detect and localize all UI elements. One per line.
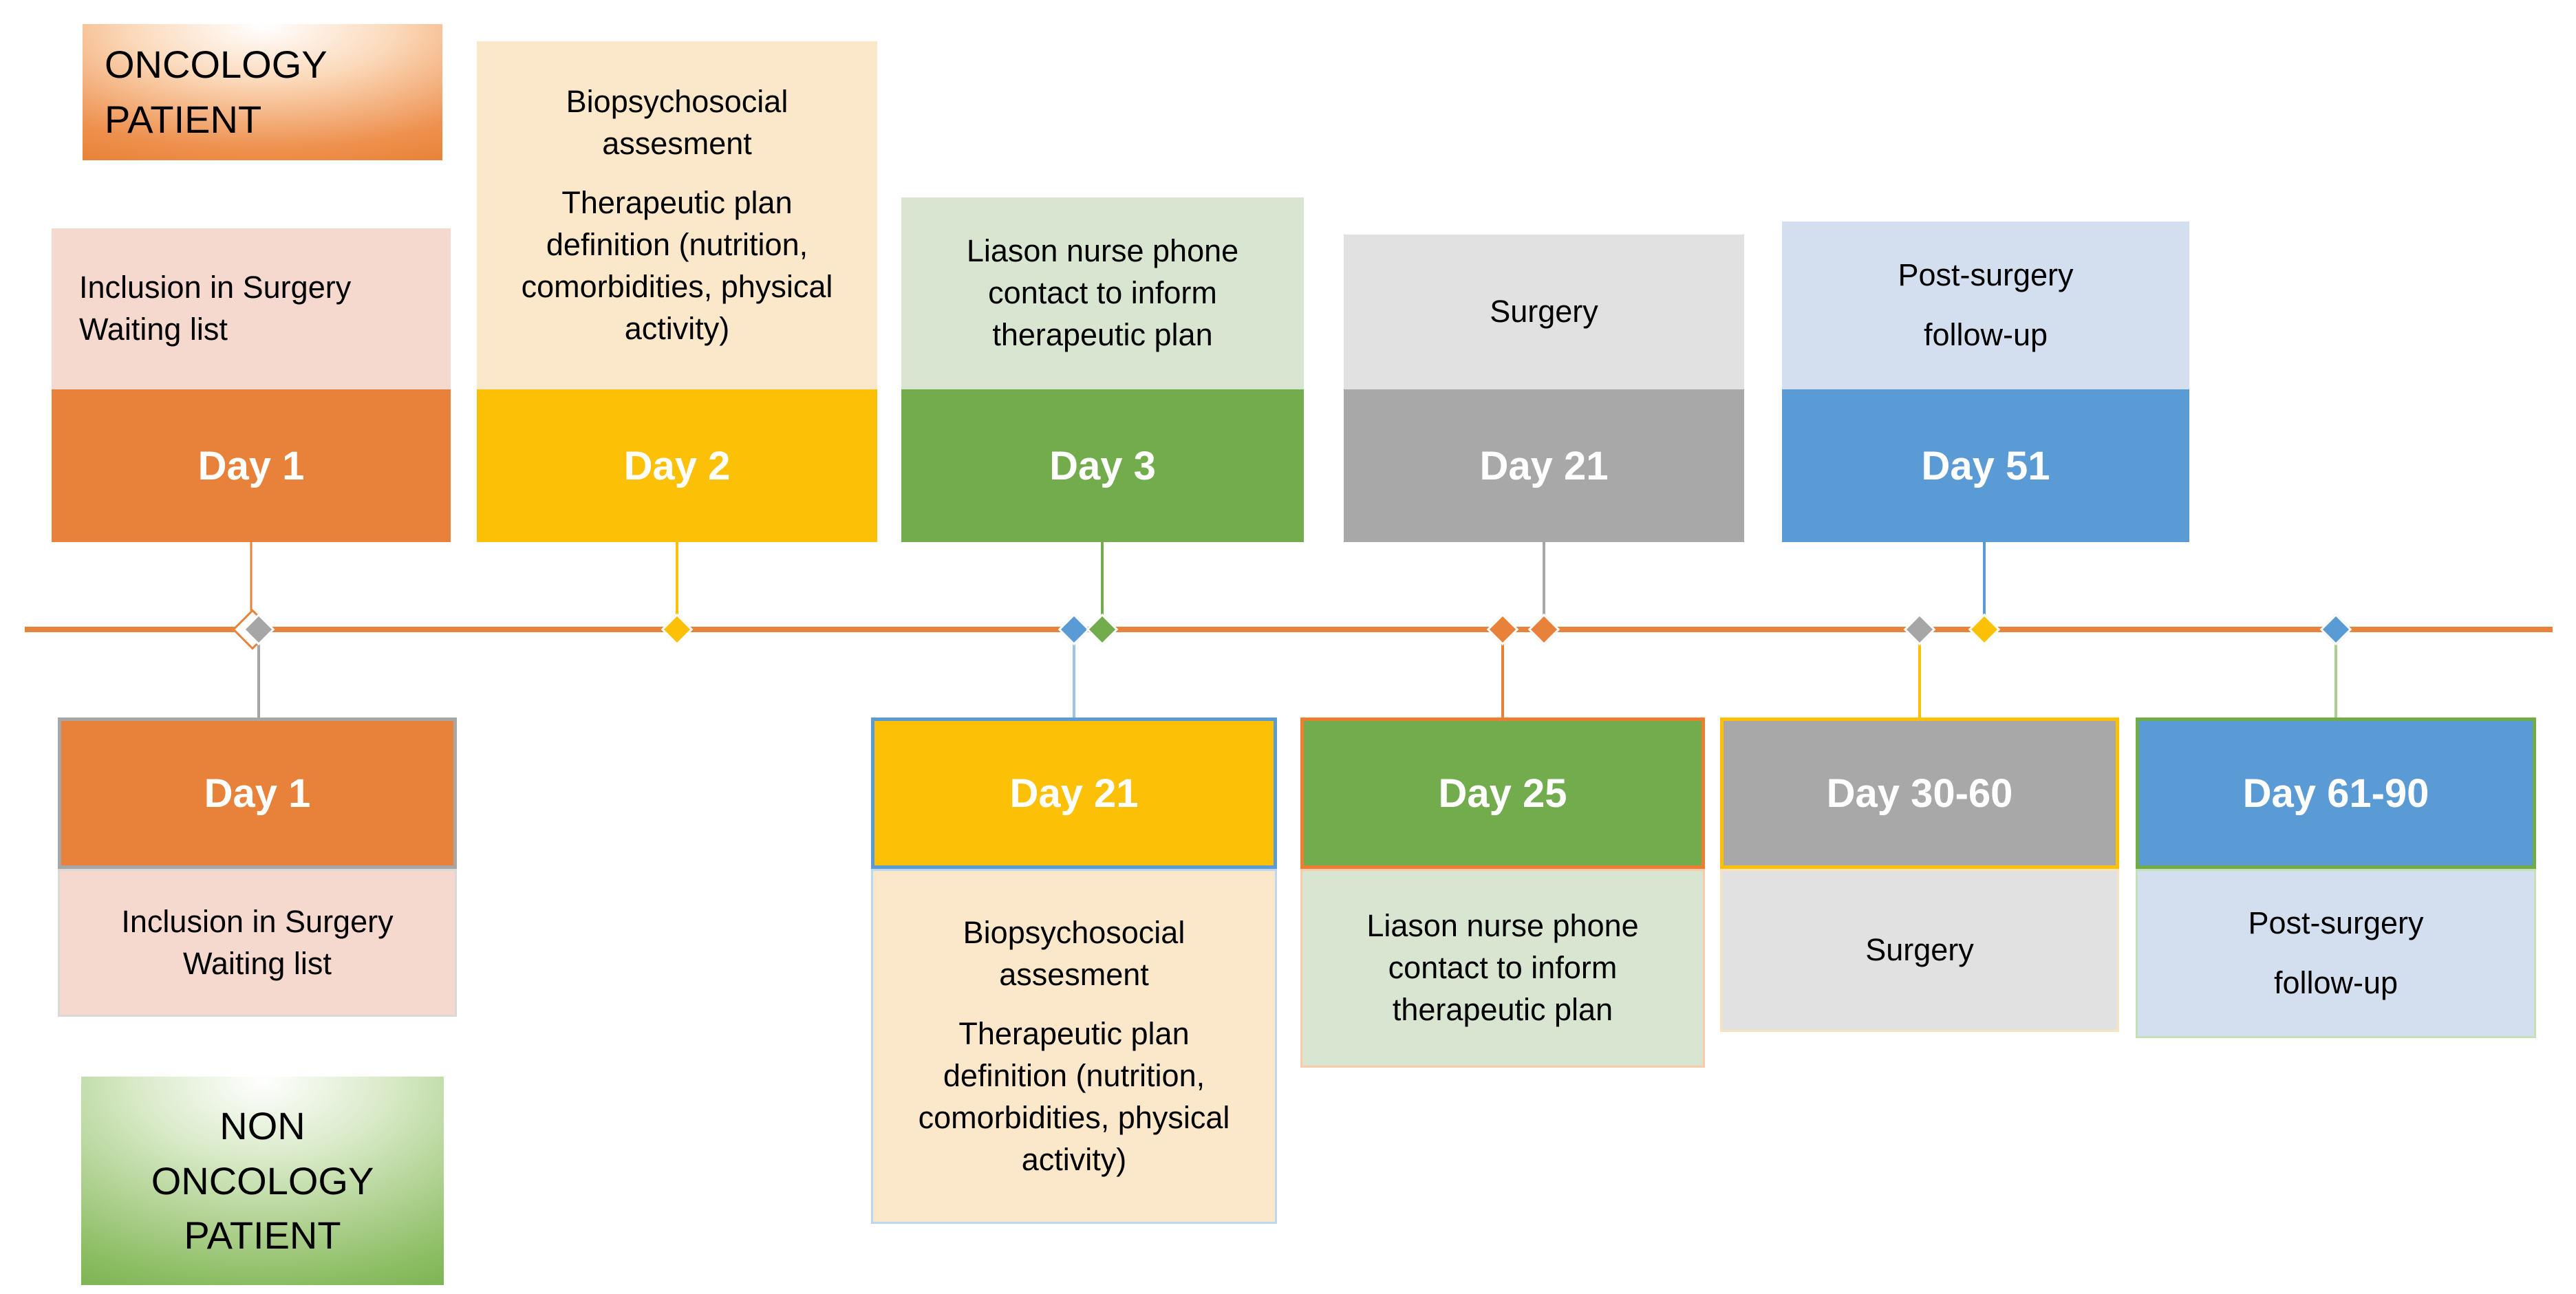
timeline-axis [25, 627, 2553, 632]
day-badge: Day 61-90 [2136, 718, 2536, 869]
day-badge: Day 51 [1782, 389, 2189, 542]
description-text: Surgery [1490, 294, 1598, 330]
connector-up-day1-oncology [250, 542, 253, 629]
blue-diamond-marker [1058, 613, 1091, 646]
oncology-label-line: PATIENT [105, 98, 262, 141]
milestone-description: Liason nurse phone contact to inform the… [901, 197, 1304, 389]
oncology-milestone-day-21: Surgery Day 21 [1344, 235, 1744, 542]
day-badge: Day 21 [871, 718, 1277, 869]
description-text: Post-surgery [1898, 257, 2074, 293]
description-text: Post-surgery [2248, 905, 2424, 941]
non-oncology-patient-label: NON ONCOLOGY PATIENT [81, 1077, 444, 1285]
connector-down-day1-non-oncology [257, 629, 260, 718]
milestone-description: Post-surgery follow-up [2136, 869, 2536, 1038]
connector-up-day51-oncology [1983, 542, 1986, 629]
day-badge: Day 2 [477, 389, 877, 542]
description-text: Therapeutic plan definition (nutrition, … [521, 185, 833, 346]
connector-up-day3-oncology [1101, 542, 1104, 629]
green-diamond-marker [1086, 613, 1119, 646]
orange-diamond-marker [1486, 613, 1519, 646]
description-text: Inclusion in Surgery Waiting list [79, 270, 352, 347]
milestone-description: Inclusion in Surgery Waiting list [52, 228, 451, 389]
day-badge: Day 3 [901, 389, 1304, 542]
oncology-patient-label: ONCOLOGY PATIENT [83, 24, 442, 160]
day-badge: Day 30-60 [1720, 718, 2119, 869]
description-text: Biopsychosocial assesment [566, 83, 788, 161]
milestone-description: Biopsychosocial assesment Therapeutic pl… [871, 869, 1277, 1224]
oncology-milestone-day-51: Post-surgery follow-up Day 51 [1782, 222, 2189, 542]
non-oncology-label-line: PATIENT [184, 1214, 341, 1258]
connector-down-day21-non-oncology [1073, 629, 1075, 718]
milestone-description: Surgery [1344, 235, 1744, 389]
oncology-label-line: ONCOLOGY [105, 43, 328, 87]
non-oncology-milestone-day-1: Day 1 Inclusion in Surgery Waiting list [58, 718, 457, 1017]
day-badge: Day 21 [1344, 389, 1744, 542]
gray-diamond-marker [1903, 613, 1936, 646]
description-text: follow-up [2273, 965, 2398, 1000]
blue-diamond-marker [2319, 613, 2352, 646]
day-badge: Day 1 [52, 389, 451, 542]
orange-diamond-marker [1527, 613, 1560, 646]
description-text: Liason nurse phone contact to inform the… [966, 233, 1239, 352]
connector-up-day21-oncology [1543, 542, 1545, 629]
non-oncology-milestone-day-21: Day 21 Biopsychosocial assesment Therape… [871, 718, 1277, 1224]
description-text: Inclusion in Surgery Waiting list [121, 903, 394, 981]
non-oncology-milestone-day-25: Day 25 Liason nurse phone contact to inf… [1300, 718, 1705, 1068]
description-text: Biopsychosocial assesment [963, 914, 1185, 992]
description-text: Liason nurse phone contact to inform the… [1366, 908, 1639, 1027]
milestone-description: Biopsychosocial assesment Therapeutic pl… [477, 41, 877, 389]
milestone-description: Surgery [1720, 869, 2119, 1032]
oncology-milestone-day-3: Liason nurse phone contact to inform the… [901, 197, 1304, 542]
non-oncology-label-line: ONCOLOGY [151, 1158, 374, 1203]
gold-diamond-marker [1968, 613, 2001, 646]
description-text: follow-up [1923, 317, 2048, 352]
day-badge: Day 1 [58, 718, 457, 869]
oncology-milestone-day-2: Biopsychosocial assesment Therapeutic pl… [477, 41, 877, 542]
connector-down-day61-90-non-oncology [2334, 629, 2337, 718]
non-oncology-milestone-day-61-90: Day 61-90 Post-surgery follow-up [2136, 718, 2536, 1038]
milestone-description: Post-surgery follow-up [1782, 222, 2189, 389]
milestone-description: Inclusion in Surgery Waiting list [58, 869, 457, 1017]
non-oncology-milestone-day-30-60: Day 30-60 Surgery [1720, 718, 2119, 1032]
connector-up-day2-oncology [676, 542, 678, 629]
gold-diamond-marker [661, 613, 694, 646]
oncology-milestone-day-1: Inclusion in Surgery Waiting list Day 1 [52, 228, 451, 542]
non-oncology-label-line: NON [219, 1104, 305, 1148]
milestone-description: Liason nurse phone contact to inform the… [1300, 869, 1705, 1068]
description-text: Therapeutic plan definition (nutrition, … [918, 1016, 1230, 1177]
day-badge: Day 25 [1300, 718, 1705, 869]
connector-down-day30-60-non-oncology [1918, 629, 1921, 718]
connector-down-day25-non-oncology [1501, 629, 1504, 718]
description-text: Surgery [1865, 932, 1974, 968]
